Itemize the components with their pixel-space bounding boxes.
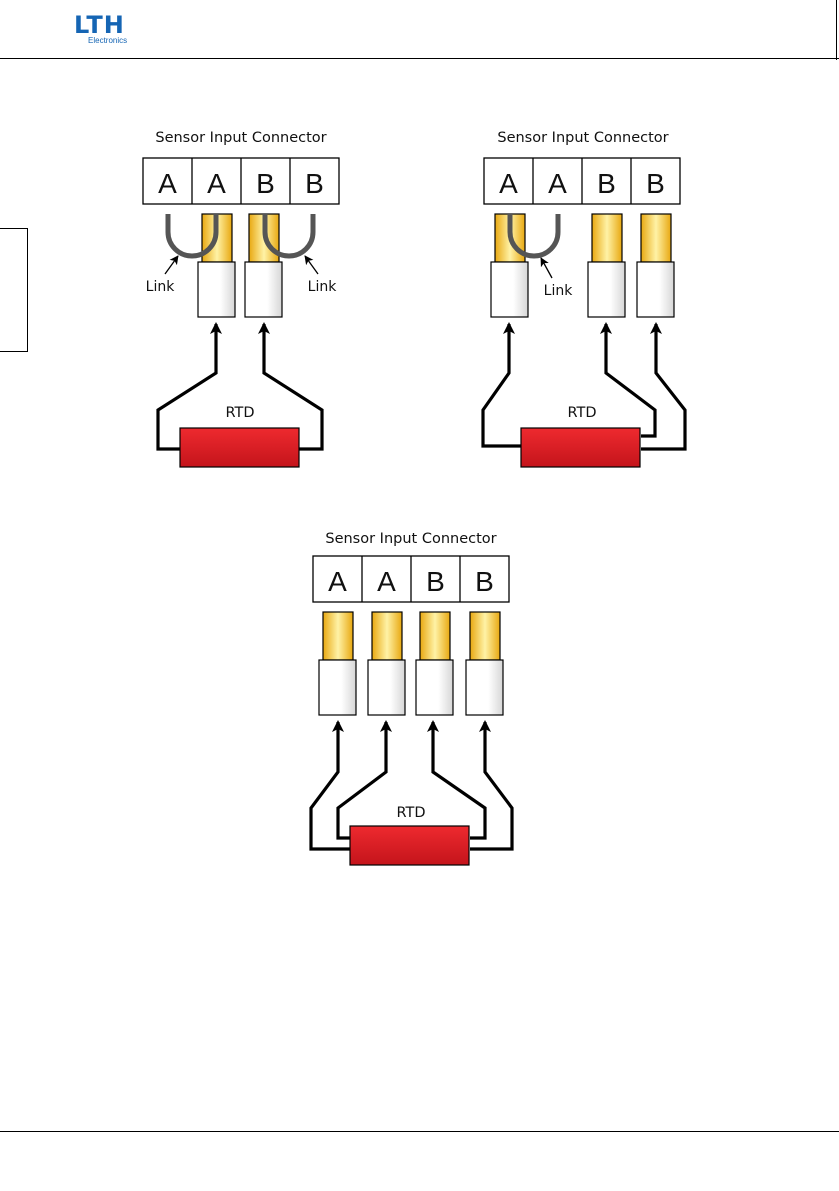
terminal-label: B (426, 566, 445, 597)
wire-contact (637, 214, 674, 317)
terminal-label: A (499, 168, 518, 199)
diagram-2wire: Sensor Input Connector A A B B Link Link (143, 130, 339, 467)
terminal-label: A (548, 168, 567, 199)
footer-divider (0, 1131, 839, 1132)
connector-title: Sensor Input Connector (325, 531, 496, 547)
link-label: Link (146, 279, 176, 295)
terminal-label: B (256, 168, 275, 199)
terminal-label: A (328, 566, 347, 597)
rtd-lead-wire (311, 722, 350, 849)
link-pointer (541, 258, 552, 278)
wire-contact (319, 612, 356, 715)
diagram-4wire: Sensor Input Connector A A B B (311, 531, 512, 865)
terminal-label: A (377, 566, 396, 597)
rtd-label: RTD (567, 405, 596, 421)
wire-contact (466, 612, 503, 715)
terminal-label: A (207, 168, 226, 199)
wire-contact (368, 612, 405, 715)
rtd-element (180, 428, 299, 467)
rtd-lead-wire (338, 722, 386, 838)
rtd-lead-wire (641, 324, 685, 449)
wire-contact (416, 612, 453, 715)
terminal-block: A A B B (484, 158, 680, 204)
terminal-label: B (646, 168, 665, 199)
connector-title: Sensor Input Connector (497, 130, 668, 146)
terminal-block: A A B B (313, 556, 509, 602)
diagram-3wire: Sensor Input Connector A A B B Link (483, 130, 685, 467)
rtd-lead-wire (483, 324, 521, 446)
rtd-lead-wire (433, 722, 485, 838)
terminal-label: A (158, 168, 177, 199)
link-pointer (305, 256, 318, 274)
rtd-lead-wire (606, 324, 655, 436)
link-pointer (165, 256, 178, 274)
link-label: Link (544, 283, 574, 299)
rtd-label: RTD (225, 405, 254, 421)
rtd-lead-wire (470, 722, 512, 849)
link-label: Link (308, 279, 338, 295)
rtd-label: RTD (396, 805, 425, 821)
terminal-label: B (475, 566, 494, 597)
connector-title: Sensor Input Connector (155, 130, 326, 146)
rtd-element (350, 826, 469, 865)
wire-contact (588, 214, 625, 317)
terminal-label: B (305, 168, 324, 199)
terminal-block: A A B B (143, 158, 339, 204)
terminal-label: B (597, 168, 616, 199)
rtd-element (521, 428, 640, 467)
